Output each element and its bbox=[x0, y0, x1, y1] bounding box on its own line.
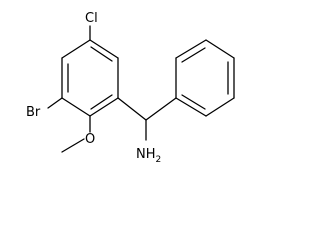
bond-oxygen-methyl bbox=[61, 138, 85, 153]
bond-p6-p1 bbox=[175, 97, 207, 117]
double-bond-c1-c2 bbox=[90, 46, 113, 62]
oxygen-label: O bbox=[85, 132, 95, 147]
chlorine-label: Cl bbox=[85, 11, 98, 26]
substituted-ring bbox=[61, 39, 119, 117]
amine-main-text: NH bbox=[136, 147, 156, 162]
bond-p3-p4 bbox=[205, 39, 235, 59]
bond-c4-c5 bbox=[61, 97, 91, 117]
bond-bromine bbox=[47, 97, 63, 109]
bromine-label: Br bbox=[26, 105, 41, 120]
double-bond-p2-p3 bbox=[181, 47, 206, 63]
bond-p2-p3 bbox=[175, 39, 207, 59]
double-bond-c3-c4 bbox=[90, 94, 113, 110]
bond-c1-c2 bbox=[89, 39, 119, 59]
bond-ring-to-ch bbox=[117, 97, 147, 121]
phenyl-ring bbox=[175, 39, 235, 117]
amine-subscript-text: 2 bbox=[156, 155, 162, 165]
bond-ch-to-phenyl bbox=[145, 97, 177, 121]
bond-p5-p6 bbox=[205, 97, 235, 117]
bond-c3-c4 bbox=[89, 97, 119, 117]
amine-label: NH2 bbox=[136, 147, 161, 165]
molecule-structure: Cl Br O NH2 bbox=[26, 11, 235, 165]
double-bond-p6-p1 bbox=[181, 94, 206, 110]
bond-c6-c1 bbox=[61, 39, 91, 59]
